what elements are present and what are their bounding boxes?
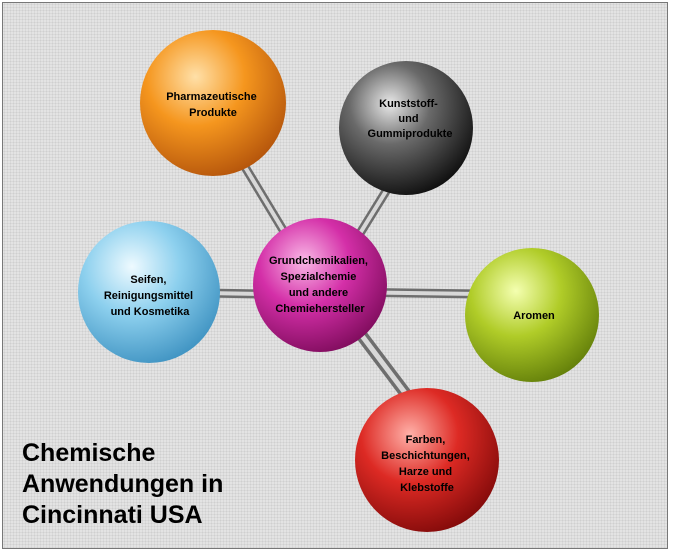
node-farben-sphere xyxy=(355,388,499,532)
node-farben-label: Farben, Beschichtungen, Harze und Klebst… xyxy=(381,434,473,494)
node-center-sphere xyxy=(253,218,387,352)
node-seifen-sphere xyxy=(78,221,220,363)
node-aromen-label: Aromen xyxy=(513,310,555,322)
node-aromen-sphere xyxy=(465,248,599,382)
node-kunststoff-sphere xyxy=(339,61,473,195)
caption-line-2: Anwendungen in xyxy=(22,470,224,498)
node-seifen-label: Seifen, Reinigungsmittel und Kosmetika xyxy=(104,274,196,318)
node-kunststoff-label: Kunststoff- und Gummiprodukte xyxy=(368,98,453,140)
diagram-caption: Chemische Anwendungen in Cincinnati USA xyxy=(22,438,302,531)
caption-line-3: Cincinnati USA xyxy=(22,501,203,529)
node-pharma-label: Pharmazeutische Produkte xyxy=(166,91,260,119)
node-pharma-sphere xyxy=(140,30,286,176)
node-center-label: Grundchemikalien, Spezialchemie und ande… xyxy=(269,255,371,315)
caption-line-1: Chemische xyxy=(22,439,156,467)
